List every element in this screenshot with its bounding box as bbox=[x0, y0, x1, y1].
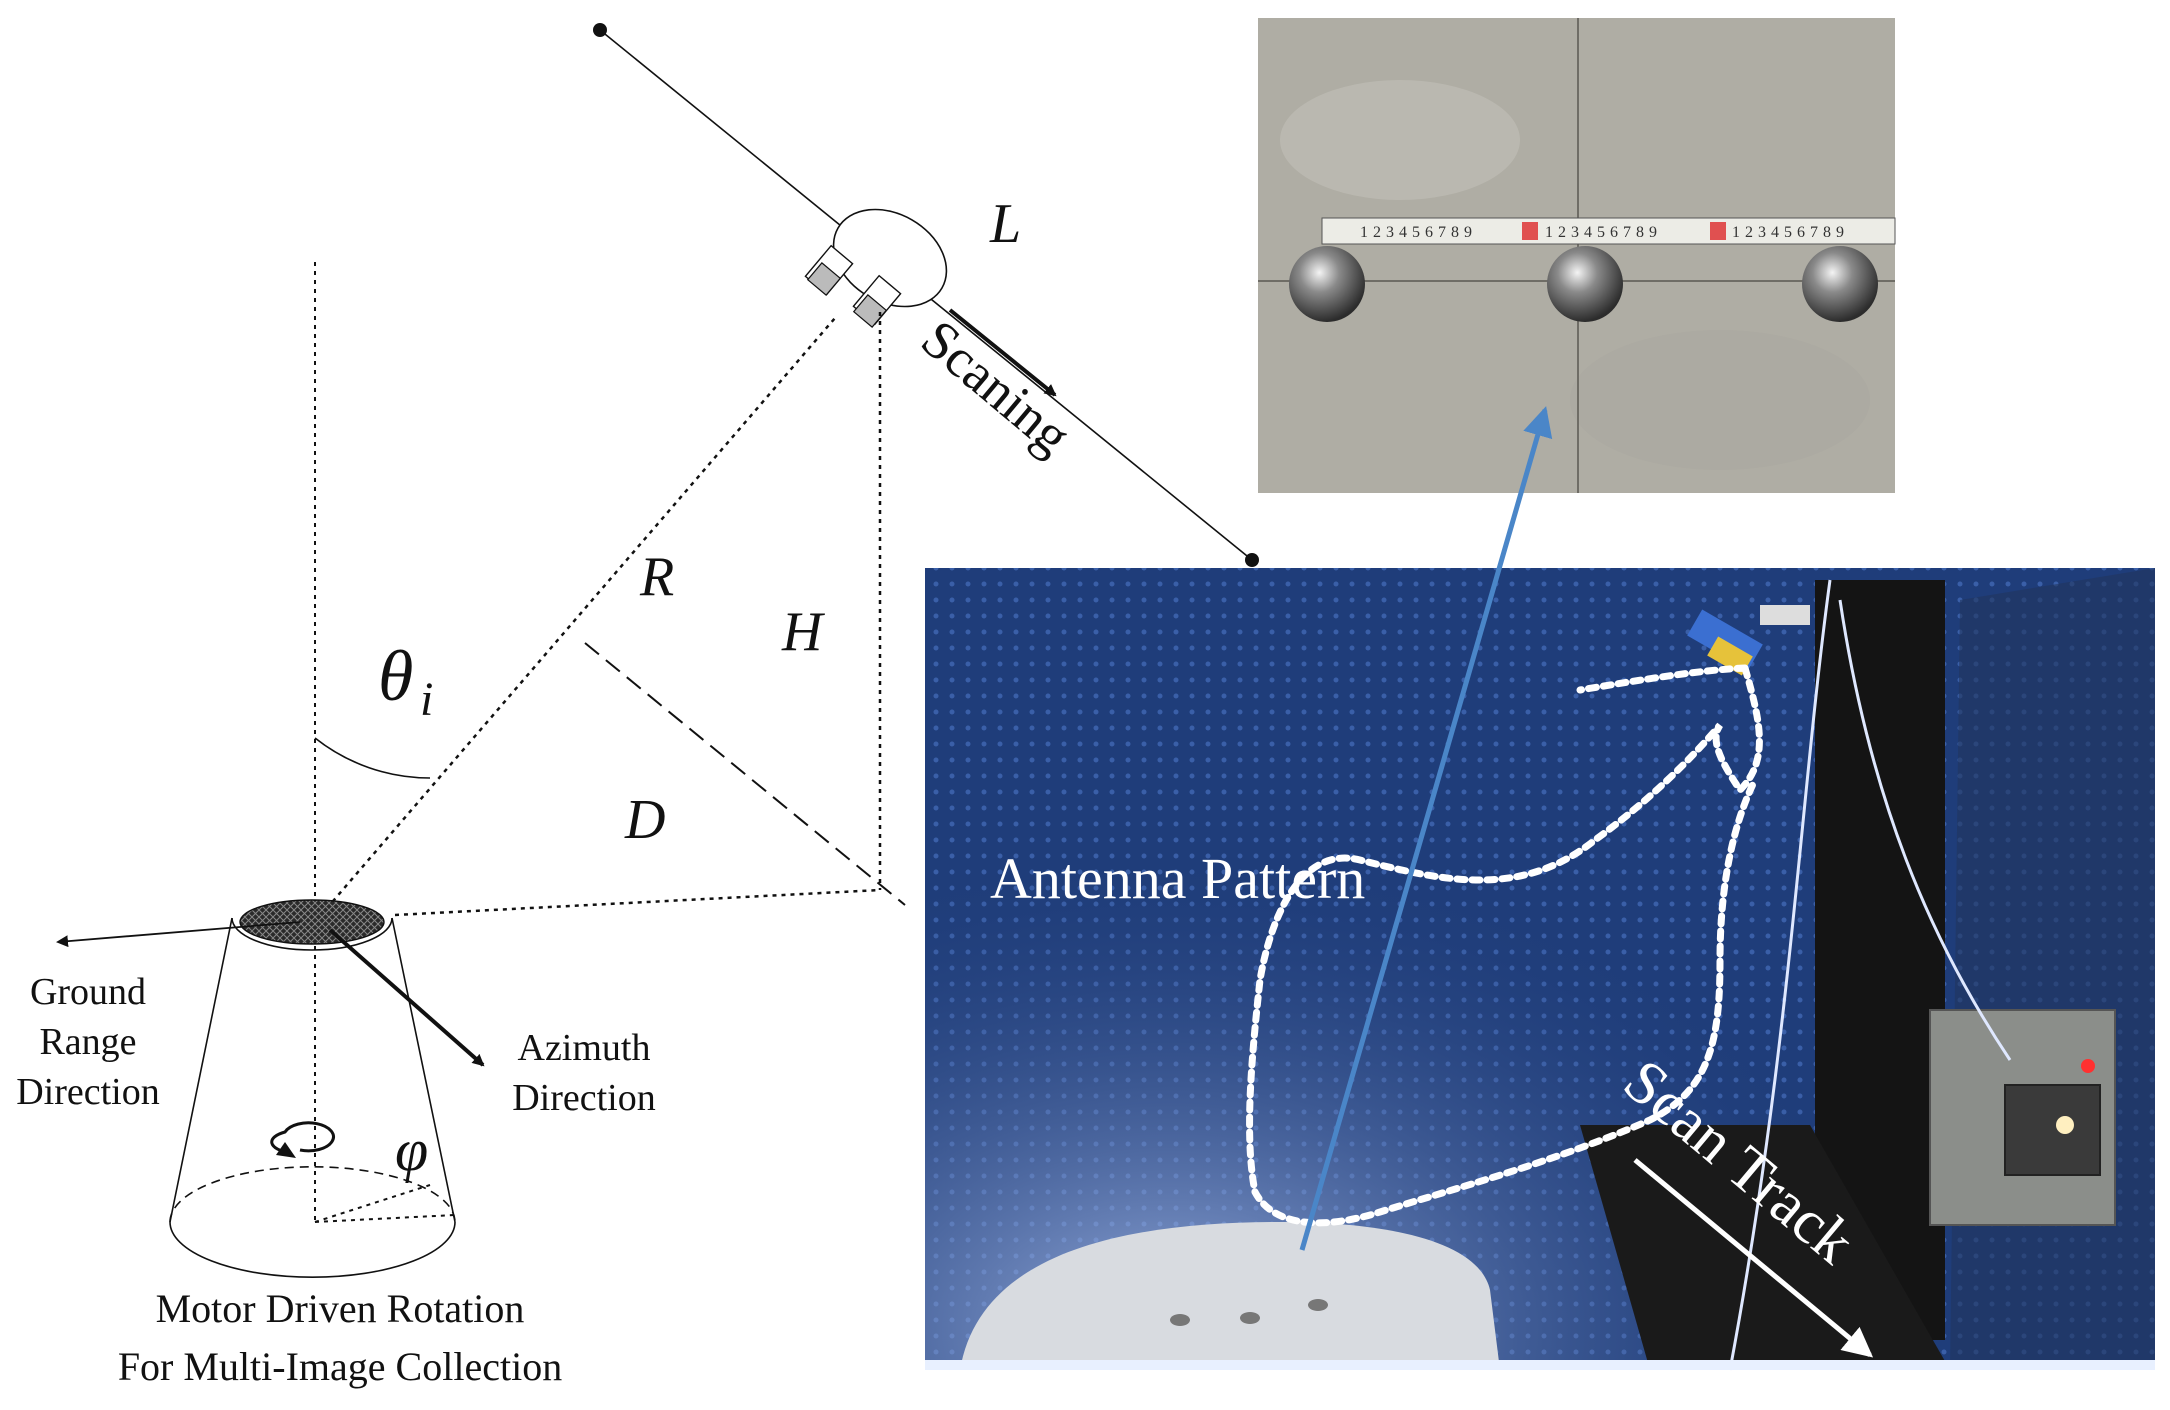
azimuth-arrow bbox=[328, 928, 485, 1067]
antenna-pattern-lobe bbox=[1246, 664, 1763, 1227]
scan-track-arrow bbox=[1633, 1158, 1874, 1358]
incidence-angle-arc bbox=[314, 737, 431, 779]
scanner-table bbox=[1580, 1125, 1950, 1370]
distance-line bbox=[584, 642, 906, 906]
target-patch bbox=[239, 899, 385, 945]
symbol-H: H bbox=[781, 601, 825, 663]
symbol-D: D bbox=[624, 789, 665, 851]
ruler-digits: 123456789 123456789 123456789 bbox=[1360, 222, 1849, 241]
symbol-L: L bbox=[989, 193, 1021, 255]
svg-text:123456789: 123456789 bbox=[1360, 224, 1477, 241]
chamber-photo: Antenna Pattern Scan Track bbox=[925, 406, 2155, 1371]
pointer-arrow bbox=[1299, 406, 1553, 1251]
ground-range-arrow bbox=[56, 921, 301, 948]
symbol-theta: θ bbox=[378, 636, 413, 716]
measuring-ruler bbox=[1321, 217, 1896, 245]
scanning-arrow bbox=[948, 308, 1057, 397]
caption-line-1: Motor Driven Rotation bbox=[156, 1286, 525, 1331]
symbol-theta-subscript: i bbox=[420, 673, 433, 726]
spheres-photo: 123456789 123456789 123456789 bbox=[1258, 18, 1896, 493]
phi-line bbox=[314, 1184, 431, 1223]
antenna-pattern-label: Antenna Pattern bbox=[990, 846, 1365, 911]
scan-line-start-dot bbox=[593, 23, 607, 37]
metal-sphere-3 bbox=[1802, 246, 1878, 322]
svg-text:123456789: 123456789 bbox=[1545, 224, 1662, 241]
metal-sphere-2 bbox=[1547, 246, 1623, 322]
rotating-turntable bbox=[960, 1222, 1500, 1370]
scan-line-end-dot bbox=[1245, 553, 1259, 567]
slant-range-line bbox=[314, 317, 836, 923]
geometry-schematic: L R H D θ i φ Scaning Ground Range Direc… bbox=[16, 23, 1259, 1389]
ground-line bbox=[394, 888, 881, 917]
azimuth-label-2: Direction bbox=[512, 1077, 656, 1119]
ground-range-label-3: Direction bbox=[16, 1071, 160, 1113]
caption-line-2: For Multi-Image Collection bbox=[118, 1344, 562, 1389]
metal-sphere-1 bbox=[1289, 246, 1365, 322]
symbol-phi: φ bbox=[395, 1117, 428, 1183]
ground-range-label-2: Range bbox=[39, 1021, 136, 1063]
rotation-arrow-icon bbox=[270, 1121, 335, 1155]
svg-text:123456789: 123456789 bbox=[1732, 224, 1849, 241]
scanning-label: Scaning bbox=[910, 308, 1082, 466]
ground-range-label-1: Ground bbox=[30, 971, 146, 1013]
turntable bbox=[169, 899, 456, 1278]
radar-platform-icon bbox=[804, 208, 948, 328]
symbol-R: R bbox=[639, 546, 674, 608]
azimuth-label-1: Azimuth bbox=[518, 1027, 651, 1069]
